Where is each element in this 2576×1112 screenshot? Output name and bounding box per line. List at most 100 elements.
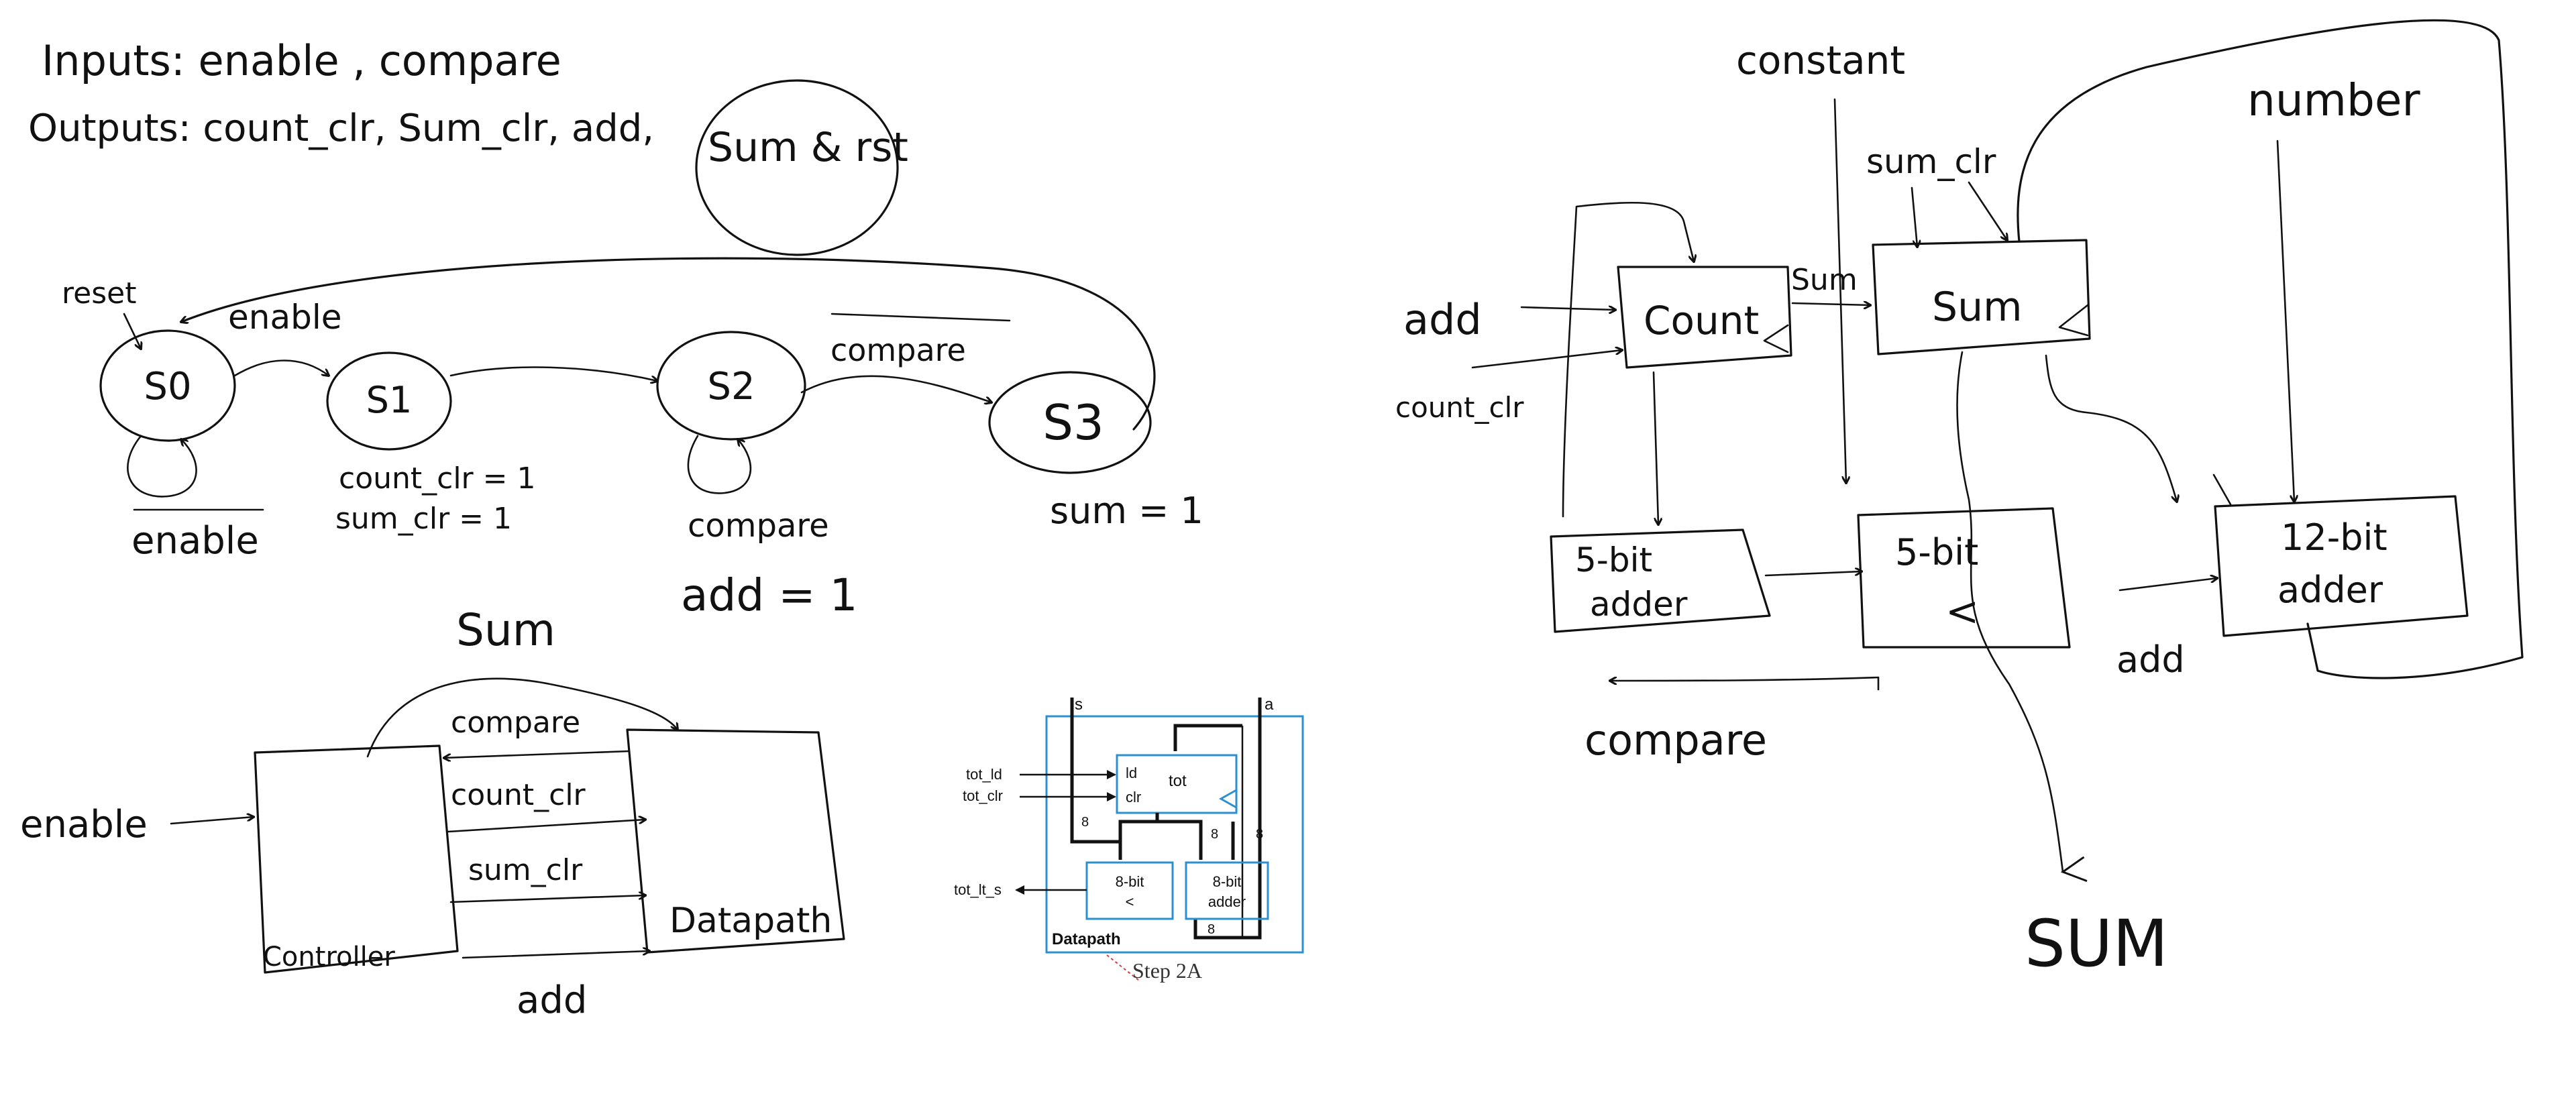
reset-arrow (123, 313, 141, 349)
tot-lt-s-label: tot_lt_s (954, 881, 1002, 898)
compare-overbar (830, 313, 1011, 322)
bus-width-1: 8 (1081, 815, 1089, 830)
number-tick (2212, 474, 2232, 506)
comp5-line-2: < (1945, 588, 1979, 635)
number-wire (2276, 140, 2294, 502)
circle-highlight (695, 79, 899, 256)
sum-register (1872, 239, 2091, 355)
state-s2 (656, 331, 806, 441)
adder-8bit (1185, 861, 1269, 920)
count-clr-label: count_clr (1395, 391, 1524, 424)
sum-output-label: SUM (2025, 906, 2168, 981)
comp5-line-1: 5-bit (1895, 531, 1978, 573)
comparator-line-2: < (1126, 893, 1134, 910)
a-bus (1193, 698, 1262, 940)
block-enable-label: enable (20, 803, 148, 846)
compare-output-wire (1610, 676, 1880, 691)
s2-to-s3 (800, 375, 991, 402)
sum-register-label: Sum (1932, 284, 2023, 331)
s3-output: sum = 1 (1050, 490, 1203, 532)
adder12-line-2: adder (2277, 569, 2383, 611)
header-notes: Inputs: enable , compare Outputs: count_… (28, 36, 908, 256)
s1-output-2: sum_clr = 1 (335, 502, 512, 536)
block-diagram: Sum Controller Datapath enable compare c… (20, 604, 845, 1022)
state-s3-label: S3 (1042, 394, 1104, 451)
count-to-adder-wire (1652, 371, 1658, 524)
controller-label: Controller (263, 942, 395, 972)
return-arc (181, 257, 1156, 431)
count-register-label: Count (1644, 298, 1759, 343)
state-s2-label: S2 (707, 365, 755, 408)
sum-clr-label: sum_clr (1866, 142, 1996, 181)
adder-to-comparator-arrow (1764, 571, 1862, 577)
sum-arc (366, 677, 678, 758)
inputs-line: Inputs: enable , compare (42, 36, 561, 85)
comparator-8bit (1085, 861, 1174, 920)
datapath-sketch: constant number sum_clr add count_clr Co… (1395, 19, 2524, 981)
sum-clock-icon (2058, 304, 2089, 337)
compare-label: compare (1585, 716, 1767, 765)
enable-label: enable (228, 298, 341, 337)
signal-sum-clr: sum_clr (468, 853, 583, 887)
compare-bar-label: compare (830, 332, 966, 368)
adder-line-2: adder (1208, 893, 1246, 910)
adder-12bit (2214, 495, 2469, 637)
sum-output-wire (1956, 351, 2088, 883)
add-into-adder12-arrow (2118, 578, 2217, 592)
tot-output-bus (1118, 813, 1159, 842)
block-sum-label: Sum (456, 604, 555, 656)
state-s3 (988, 371, 1152, 474)
ld-port: ld (1126, 765, 1137, 781)
tot-clr-label: tot_clr (963, 787, 1003, 804)
feedback-wire (2017, 19, 2524, 679)
state-s0 (99, 329, 236, 442)
count-clr-arrow (1471, 350, 1622, 369)
adder12-line-1: 12-bit (2281, 516, 2387, 559)
port-s: s (1075, 696, 1083, 714)
s1-output-1: count_clr = 1 (339, 461, 535, 496)
s2-output: add = 1 (681, 569, 857, 621)
sum-clr-arrow (1911, 186, 1917, 247)
constant-label: constant (1736, 38, 1905, 83)
adder5-line-2: adder (1590, 585, 1688, 624)
sum-to-adder12-wire (2045, 354, 2177, 502)
state-s0-label: S0 (144, 365, 191, 408)
state-s1 (326, 351, 452, 451)
tot-to-adder (1157, 820, 1203, 860)
number-label: number (2247, 74, 2420, 126)
state-machine: reset enable S0 S1 S2 S3 compare enable … (62, 257, 1203, 621)
port-a: a (1265, 696, 1274, 714)
datapath-label: Datapath (669, 901, 832, 941)
reference-title: Datapath (1052, 930, 1121, 948)
reference-frame (1045, 715, 1304, 954)
adder5-line-1: 5-bit (1575, 541, 1652, 579)
adder-5bit (1550, 529, 1771, 633)
count-to-sum-arrow (1791, 303, 1870, 305)
s0-self-label: enable (131, 519, 259, 563)
add-to-count-arrow (1520, 307, 1615, 310)
constant-wire (1833, 98, 1846, 483)
compare-arrow (444, 750, 631, 758)
sum-clr-arrow-2 (1968, 181, 2007, 240)
signal-compare: compare (451, 706, 580, 740)
bus-width-3: 8 (1256, 827, 1263, 842)
datapath-box (626, 728, 845, 954)
bus-width-4: 8 (1208, 922, 1215, 937)
comparator-5bit (1857, 507, 2071, 649)
clock-icon (1218, 789, 1237, 809)
step-leader (1106, 954, 1140, 981)
s-bus (1070, 698, 1122, 860)
reference-datapath: s a ld clr tot tot_ld tot_clr 8 8 8 8 8-… (954, 696, 1304, 983)
signal-count-clr: count_clr (451, 778, 586, 812)
add-label: add (1403, 295, 1482, 344)
add-bottom-label: add (2116, 638, 2185, 681)
step-label: Step 2A (1132, 958, 1202, 983)
count-clock-icon (1763, 324, 1789, 353)
comparator-line-1: 8-bit (1116, 873, 1144, 890)
bus-width-2: 8 (1211, 827, 1218, 842)
state-s1-label: S1 (366, 379, 413, 421)
tot-label: tot (1169, 772, 1187, 790)
s1-to-s2 (449, 366, 657, 381)
outputs-line: Outputs: count_clr, Sum_clr, add, (28, 107, 654, 150)
